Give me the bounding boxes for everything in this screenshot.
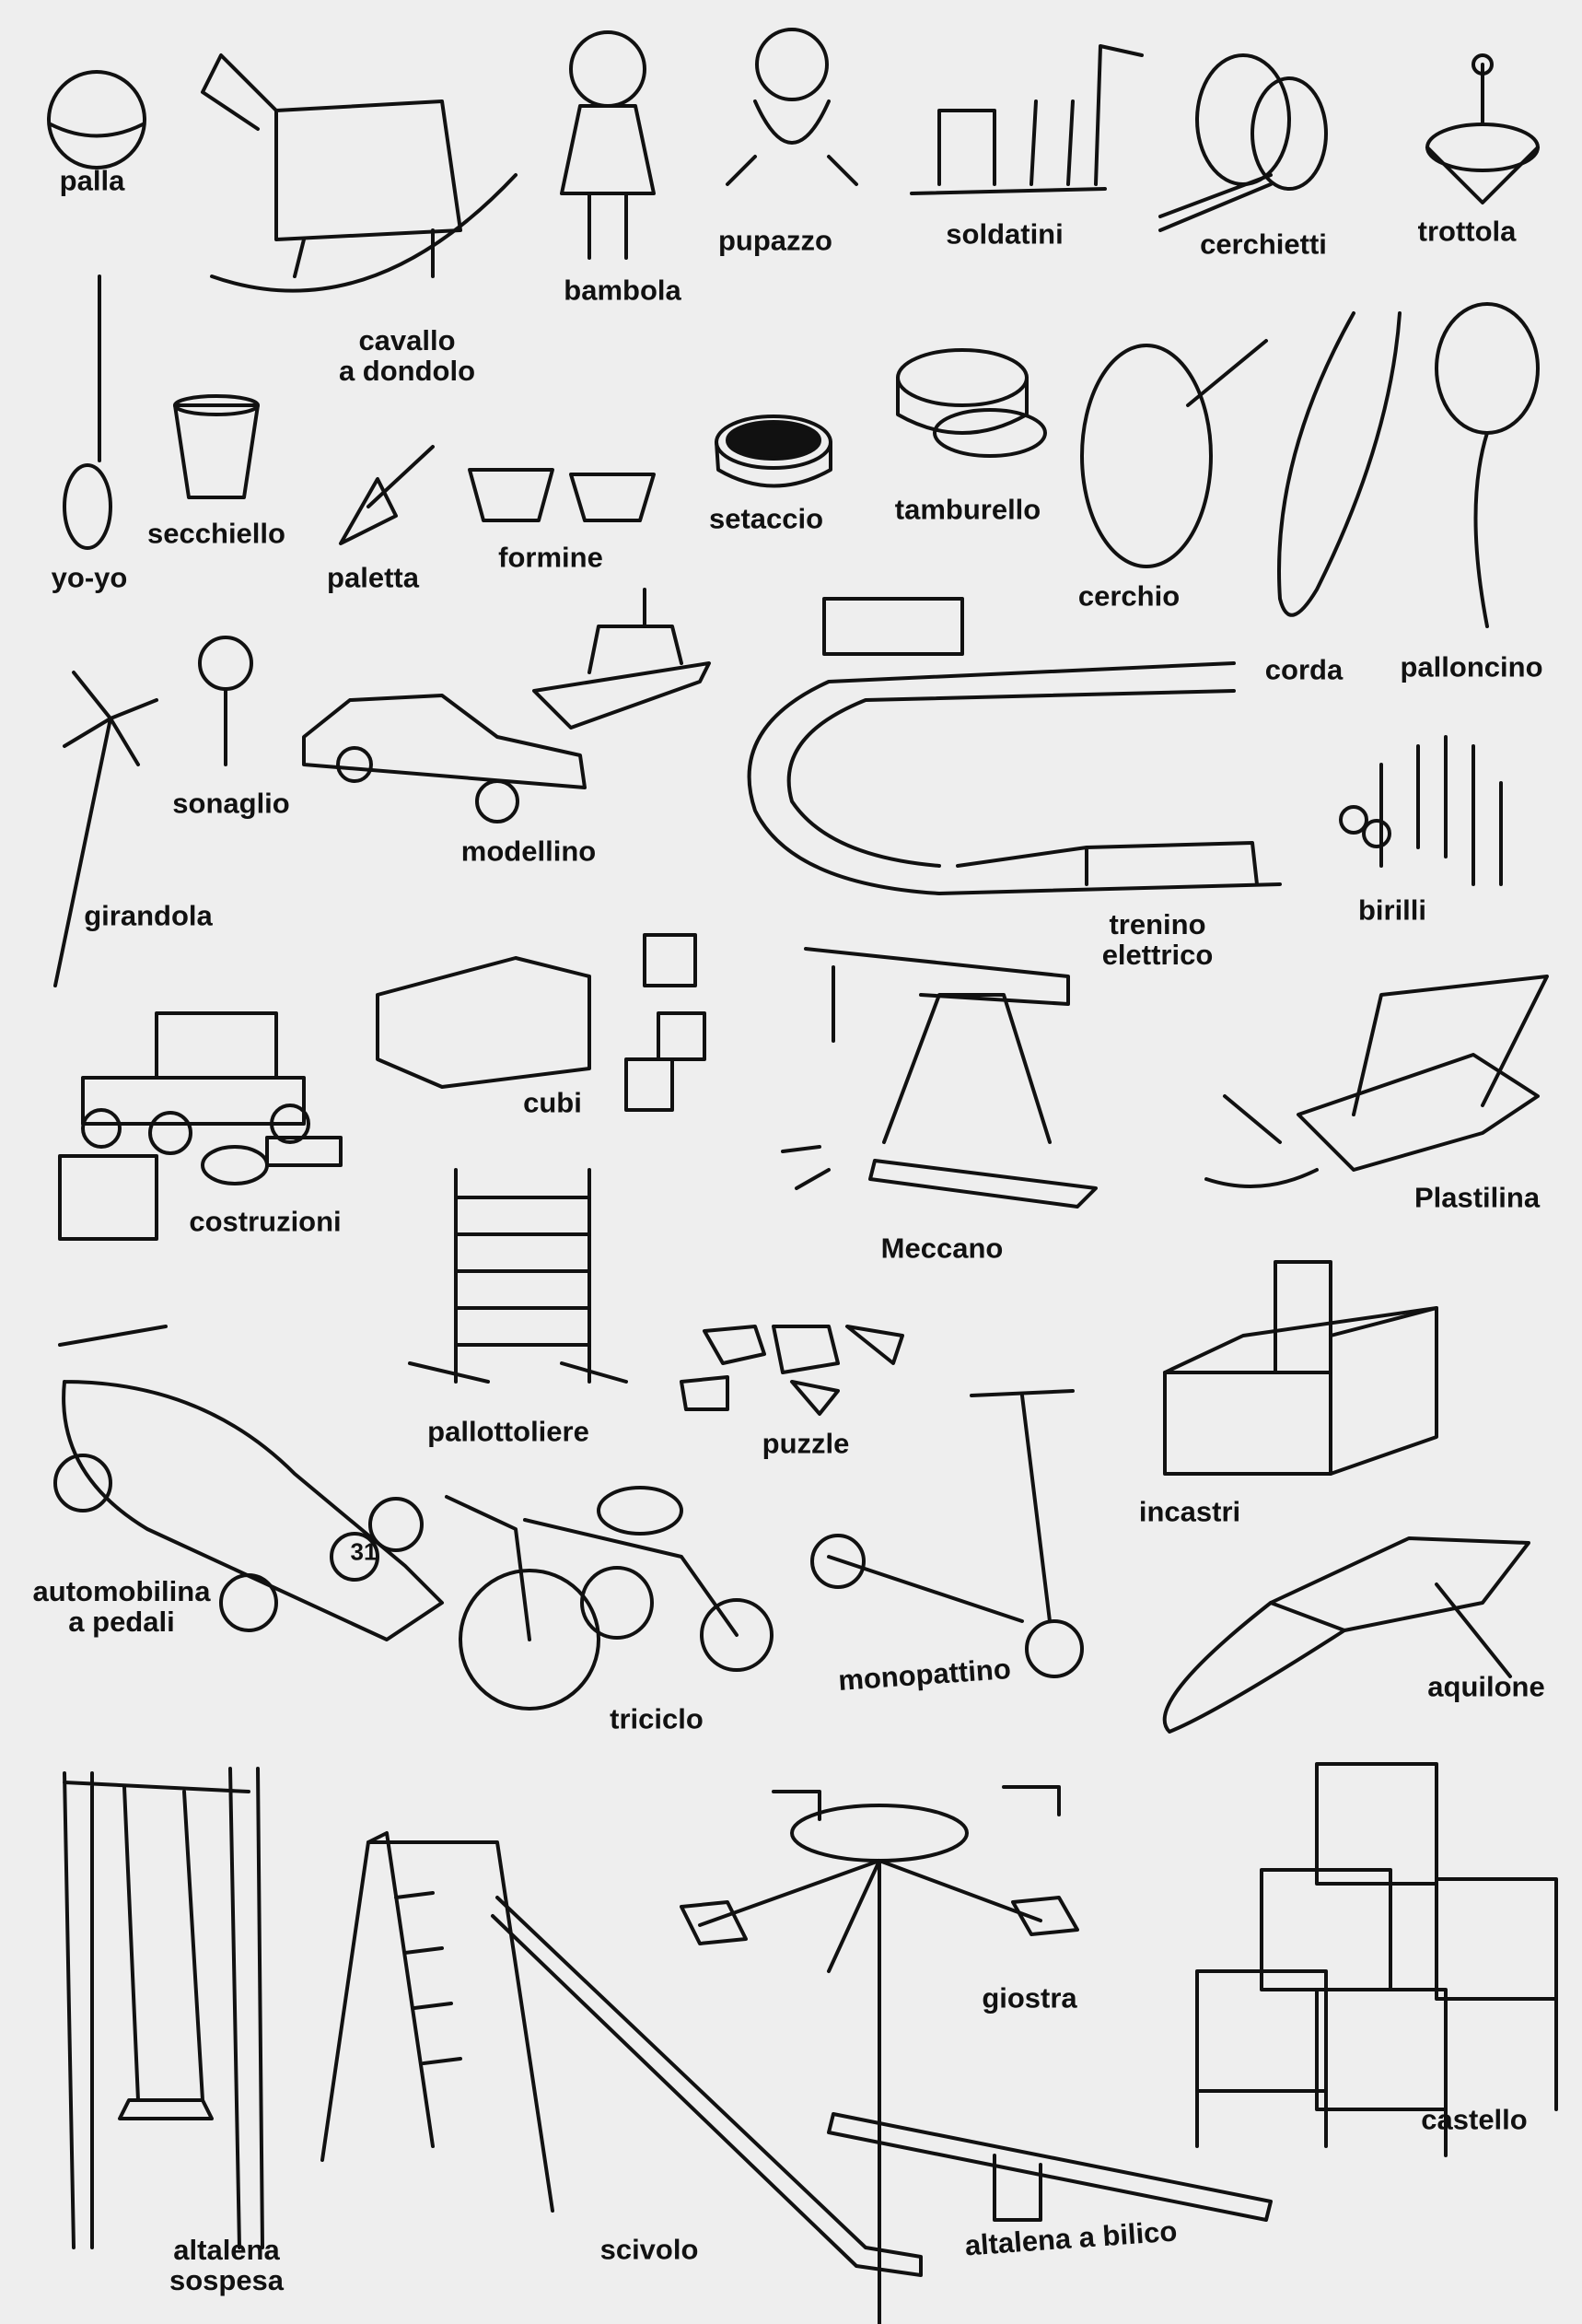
rattle-illustration — [198, 636, 253, 766]
label-line: sospesa — [169, 2264, 285, 2296]
label-line: a dondolo — [338, 355, 476, 387]
label-palla: palla — [59, 164, 125, 197]
tambourine-illustration — [896, 348, 1047, 458]
pinwheel-illustration — [53, 671, 158, 987]
puzzle-illustration — [680, 1325, 904, 1416]
tricycle-illustration — [445, 1486, 774, 1711]
label-cerchio: cerchio — [1077, 579, 1181, 613]
label-cerchietti: cerchietti — [1200, 228, 1327, 261]
label-bambola: bambola — [564, 274, 681, 307]
doll-illustration — [560, 30, 656, 260]
carousel-illustration — [680, 1785, 1079, 2324]
label-trottola: trottola — [1417, 215, 1517, 248]
label-palloncino: palloncino — [1400, 650, 1543, 683]
rope-illustration — [1277, 311, 1402, 617]
label-puzzle: puzzle — [762, 1427, 850, 1460]
label-triciclo: triciclo — [610, 1702, 704, 1735]
model-ship-illustration — [532, 588, 711, 730]
jungle-gym-illustration — [1195, 1762, 1558, 2157]
kite-illustration — [1162, 1536, 1530, 1734]
label-pallottoliere: pallottoliere — [427, 1415, 589, 1448]
label-castello: castello — [1421, 2103, 1528, 2136]
rocking-horse-illustration — [201, 53, 518, 293]
electric-train-illustration — [747, 597, 1282, 895]
label-formine: formine — [498, 541, 603, 574]
label-scivolo: scivolo — [599, 2233, 699, 2266]
label-line: a pedali — [68, 1606, 175, 1638]
label-line: elettrico — [1101, 939, 1214, 971]
balloon-illustration — [1435, 302, 1540, 628]
label-tamburello: tamburello — [894, 493, 1041, 526]
hoop-illustration — [1080, 339, 1268, 568]
label-incastri: incastri — [1138, 1495, 1241, 1528]
label-secchiello: secchiello — [147, 517, 285, 550]
label-meccano: Meccano — [880, 1232, 1004, 1265]
scooter-illustration — [810, 1389, 1084, 1678]
label-line: altalena — [173, 2234, 280, 2266]
yoyo-illustration — [63, 274, 112, 550]
label-corda: corda — [1264, 653, 1344, 686]
label-sonaglio: sonaglio — [172, 787, 290, 820]
shovel-illustration — [339, 445, 435, 545]
label-girandola: girandola — [84, 899, 213, 932]
label-giostra: giostra — [982, 1981, 1077, 2015]
label-line: automobilina — [32, 1575, 211, 1607]
label-paletta: paletta — [327, 561, 419, 594]
meccano-crane-illustration — [781, 947, 1098, 1209]
puppet-illustration — [726, 28, 858, 186]
plasticine-illustration — [1204, 975, 1549, 1188]
label-cubi: cubi — [523, 1086, 582, 1119]
label-modellino: modellino — [460, 835, 597, 868]
label-birilli: birilli — [1357, 893, 1427, 927]
sand-molds-illustration — [468, 468, 656, 522]
pedal-car-illustration — [53, 1325, 444, 1641]
slide-illustration — [320, 1831, 923, 2277]
car-number: 31 — [350, 1537, 378, 1566]
swing-illustration — [63, 1767, 264, 2249]
sieve-illustration — [715, 415, 832, 488]
model-car-illustration — [302, 694, 587, 823]
label-aquilone: aquilone — [1427, 1670, 1545, 1703]
construction-blocks-illustration — [58, 1011, 343, 1241]
bucket-illustration — [173, 394, 260, 499]
hoops-illustration — [1158, 53, 1328, 232]
toy-soldiers-illustration — [910, 44, 1144, 195]
label-line: cavallo — [358, 324, 456, 356]
cubes-illustration — [376, 933, 706, 1112]
label-soldatini: soldatini — [946, 217, 1064, 251]
label-setaccio: setaccio — [708, 502, 824, 535]
abacus-illustration — [408, 1168, 628, 1384]
label-yoyo: yo-yo — [51, 561, 128, 594]
spinning-top-illustration — [1425, 53, 1540, 204]
label-pupazzo: pupazzo — [718, 224, 832, 257]
ball-illustration — [47, 70, 146, 169]
label-costruzioni: costruzioni — [189, 1205, 342, 1238]
skittles-illustration — [1339, 735, 1503, 886]
label-line: trenino — [1109, 908, 1206, 940]
label-plastilina: Plastilina — [1413, 1181, 1541, 1214]
seesaw-illustration — [827, 2112, 1273, 2222]
brick-house-illustration — [1163, 1260, 1438, 1476]
